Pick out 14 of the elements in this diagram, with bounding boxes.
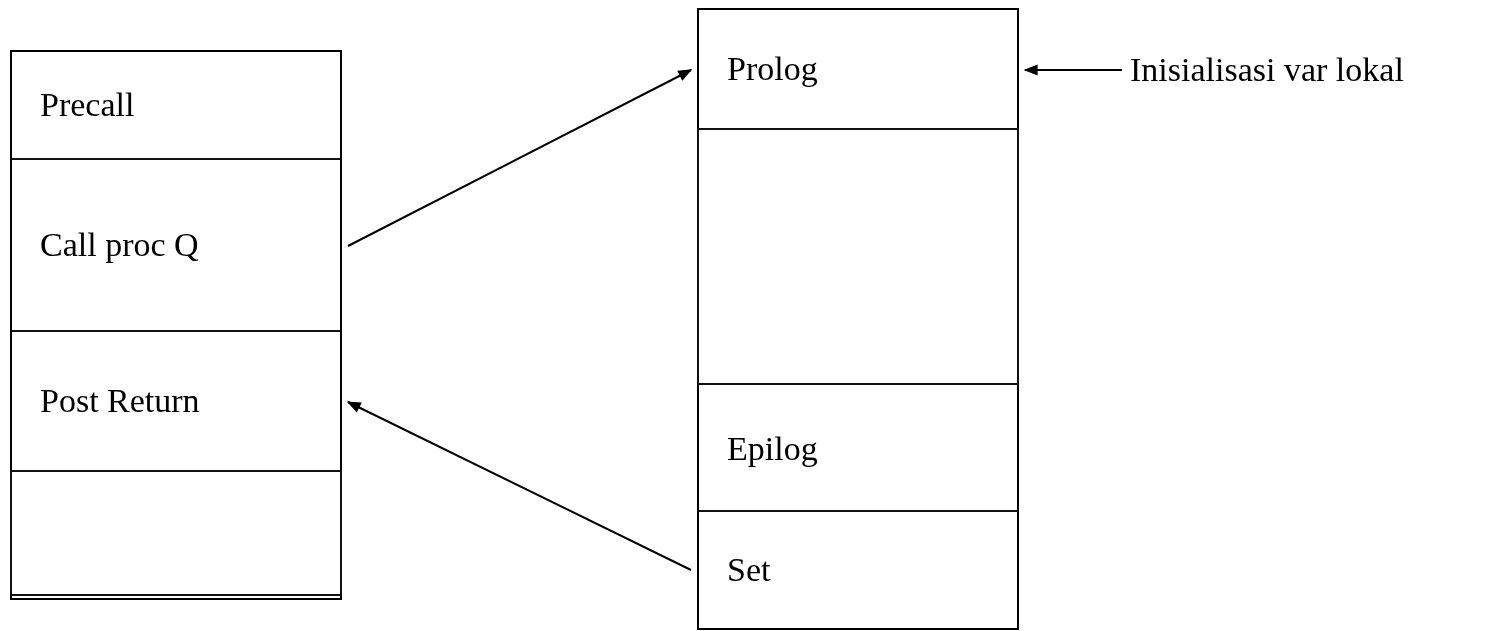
annotation-text: Inisialisasi var lokal (1130, 51, 1404, 89)
arrow (1023, 64, 1123, 76)
section-label: Epilog (727, 429, 818, 468)
empty-section (697, 128, 1019, 385)
empty-section (10, 470, 342, 596)
stack-frame-box (697, 8, 1019, 630)
stack-frame-box (10, 50, 342, 600)
section-label: Prolog (727, 50, 818, 88)
section-label: Call proc Q (40, 226, 199, 264)
section-label: Post Return (40, 382, 200, 420)
arrow (346, 401, 692, 571)
section-label: Precall (40, 86, 135, 124)
section-label: Set (727, 551, 771, 589)
arrow (347, 69, 693, 247)
